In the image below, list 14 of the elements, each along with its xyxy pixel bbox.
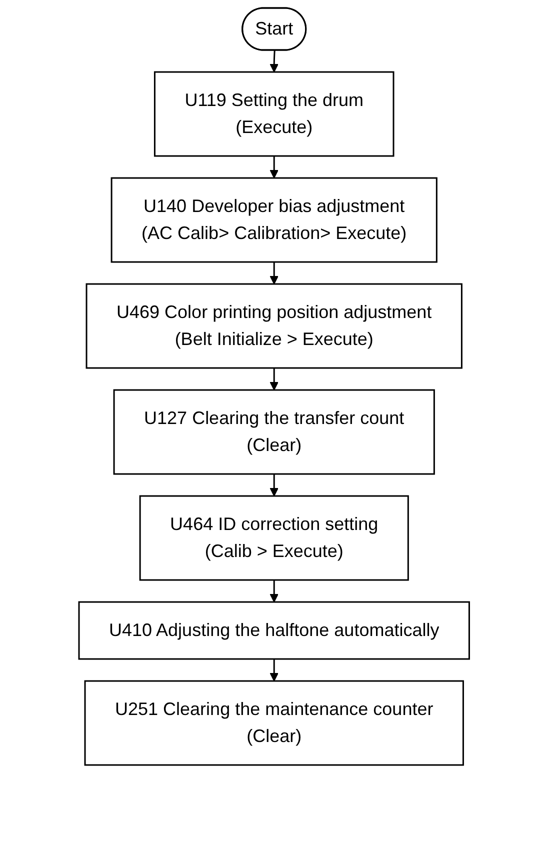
node-box: U464 ID correction setting (Calib > Execute) (140, 495, 410, 581)
node-box: U127 Clearing the transfer count (Clear) (114, 389, 436, 475)
node-box: U140 Developer bias adjustment (AC Calib> Calibration> Execute) (111, 177, 438, 263)
node-box: U119 Setting the drum (Execute) (154, 71, 395, 157)
arrow (270, 262, 279, 284)
node-box: U251 Clearing the maintenance counter (Clear) (84, 680, 464, 766)
node-box: U469 Color printing position adjustment (Belt Initialize > Execute) (86, 283, 463, 369)
arrow (270, 156, 279, 178)
node-box: U410 Adjusting the halftone automatically (78, 601, 470, 660)
arrow (270, 580, 279, 602)
arrow (270, 659, 279, 682)
arrow (270, 474, 279, 496)
arrow (270, 50, 279, 72)
arrow (270, 368, 279, 390)
